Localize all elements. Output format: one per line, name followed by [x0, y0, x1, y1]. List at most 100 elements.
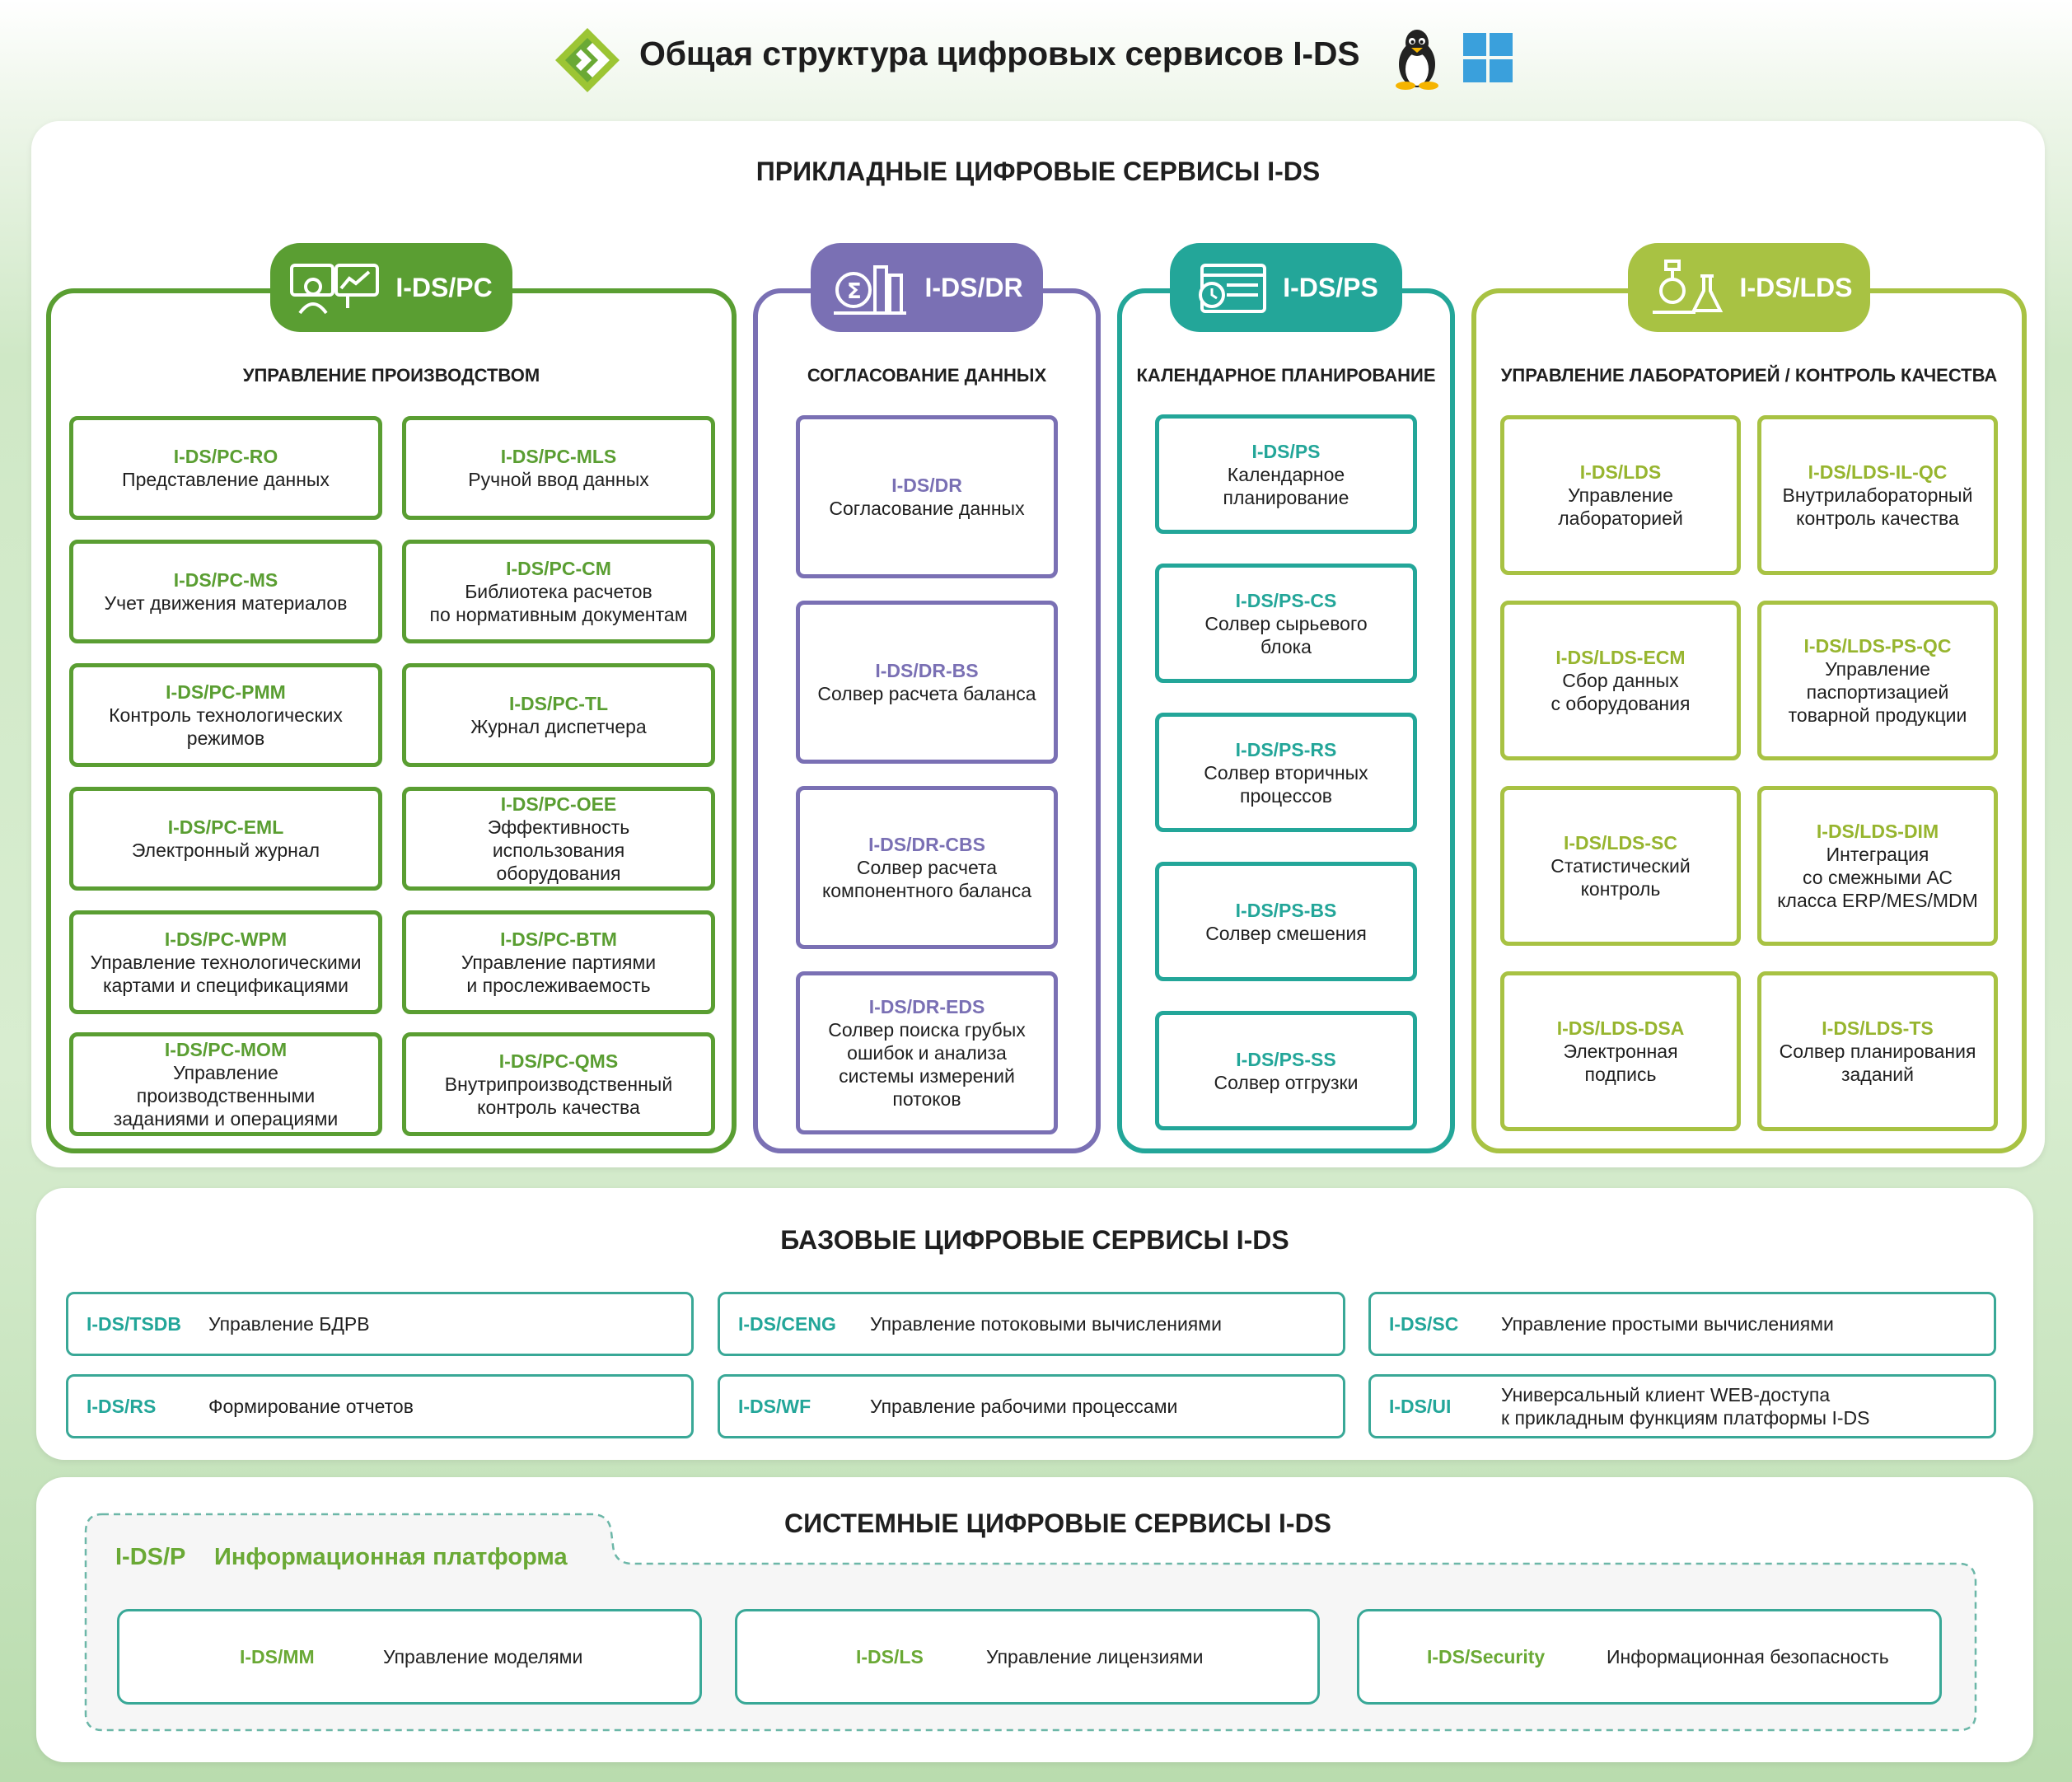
service-description: Управление потоковыми вычислениями — [870, 1313, 1222, 1335]
applied-services-title: ПРИКЛАДНЫЕ ЦИФРОВЫЕ СЕРВИСЫ I-DS — [755, 157, 1321, 186]
platform-code: I-DS/P — [115, 1544, 186, 1570]
service-description: Согласование данных — [829, 498, 1025, 519]
service-description: Информационная безопасность — [1607, 1645, 1889, 1667]
service-code: I-DS/Security — [1427, 1645, 1546, 1667]
database-balance-icon: Σ — [834, 265, 907, 315]
service-code: I-DS/PC-EML — [167, 816, 284, 838]
service-code: I-DS/PS-CS — [1235, 589, 1337, 611]
base-service-row[interactable]: I-DS/RS Формирование отчетов — [66, 1374, 694, 1438]
service-code: I-DS/PC-WPM — [164, 928, 288, 950]
service-description: Управление лицензиями — [986, 1645, 1204, 1667]
service-description: Солвер планирования заданий — [1779, 1041, 1976, 1085]
service-code: I-DS/PC-MOM — [164, 1039, 288, 1060]
base-service-row[interactable]: I-DS/SC Управление простыми вычислениями — [1368, 1292, 1996, 1356]
service-code: I-DS/PC-TL — [508, 693, 609, 714]
service-code: I-DS/LDS-TS — [1822, 1017, 1934, 1039]
service-description: Управление паспортизацией товарной проду… — [1788, 658, 1967, 726]
service-code: I-DS/LS — [856, 1645, 924, 1667]
dr-badge-label: I-DS/DR — [924, 272, 1023, 302]
service-description: Сбор данных с оборудования — [1550, 670, 1691, 714]
service-description: Солвер вторичных процессов — [1204, 761, 1368, 807]
service-code: I-DS/LDS-ECM — [1555, 647, 1686, 668]
system-service-card[interactable]: I-DS/Security Информационная безопасность — [1357, 1609, 1942, 1705]
calendar-clock-icon — [1199, 264, 1267, 313]
service-code: I-DS/PC-RO — [173, 446, 278, 467]
service-code: I-DS/PC-QMS — [498, 1050, 619, 1072]
service-description: Управление БДРВ — [208, 1313, 370, 1335]
service-code: I-DS/PC-MLS — [500, 446, 617, 467]
service-code: I-DS/LDS-DIM — [1816, 821, 1939, 842]
ps-subtitle: КАЛЕНДАРНОЕ ПЛАНИРОВАНИЕ — [1136, 365, 1436, 386]
dr-subtitle: СОГЛАСОВАНИЕ ДАННЫХ — [807, 365, 1047, 386]
service-description: Учет движения материалов — [104, 592, 348, 614]
service-description: Внутрилабораторный контроль качества — [1782, 484, 1973, 529]
service-description: Ручной ввод данных — [468, 469, 649, 490]
service-code: I-DS/PC-PMM — [166, 681, 286, 703]
service-description: Управление партиями и прослеживаемость — [461, 952, 657, 996]
service-code: I-DS/LDS-IL-QC — [1808, 461, 1948, 483]
service-description: Формирование отчетов — [208, 1396, 414, 1417]
ps-badge: I-DS/PS — [1170, 243, 1402, 332]
service-description: Представление данных — [122, 469, 330, 490]
service-code: I-DS/LDS — [1579, 461, 1662, 483]
service-code: I-DS/CENG — [738, 1312, 836, 1335]
service-description: Журнал диспетчера — [470, 716, 647, 737]
service-code: I-DS/RS — [87, 1395, 157, 1417]
lab-microscope-icon — [1652, 260, 1723, 314]
monitor-operator-icon — [290, 264, 380, 315]
dr-badge: Σ I-DS/DR — [811, 243, 1043, 332]
service-code: I-DS/SC — [1389, 1312, 1459, 1335]
service-code: I-DS/PS — [1251, 440, 1321, 462]
lds-subtitle: УПРАВЛЕНИЕ ЛАБОРАТОРИЕЙ / КОНТРОЛЬ КАЧЕС… — [1500, 365, 1998, 386]
service-code: I-DS/DR-EDS — [868, 996, 985, 1017]
svg-text:Σ: Σ — [847, 279, 862, 304]
service-description: Управление простыми вычислениями — [1501, 1313, 1834, 1335]
service-description: Управление технологическими картами и сп… — [90, 952, 362, 996]
service-description: Управление рабочими процессами — [870, 1396, 1178, 1417]
ids-logo-icon — [554, 26, 621, 94]
service-code: I-DS/PC-MS — [173, 569, 278, 591]
base-service-row[interactable]: I-DS/CENG Управление потоковыми вычислени… — [718, 1292, 1345, 1356]
system-service-card[interactable]: I-DS/LS Управление лицензиями — [735, 1609, 1320, 1705]
lds-badge-label: I-DS/LDS — [1739, 272, 1853, 302]
service-code: I-DS/PC-CM — [506, 558, 611, 579]
service-description: Управление моделями — [383, 1645, 583, 1667]
service-description: Интеграция со смежными АС класса ERP/MES… — [1777, 844, 1978, 911]
service-code: I-DS/LDS-PS-QC — [1803, 635, 1952, 657]
service-description: Статистический контроль — [1550, 855, 1691, 900]
windows-icon — [1463, 33, 1513, 82]
